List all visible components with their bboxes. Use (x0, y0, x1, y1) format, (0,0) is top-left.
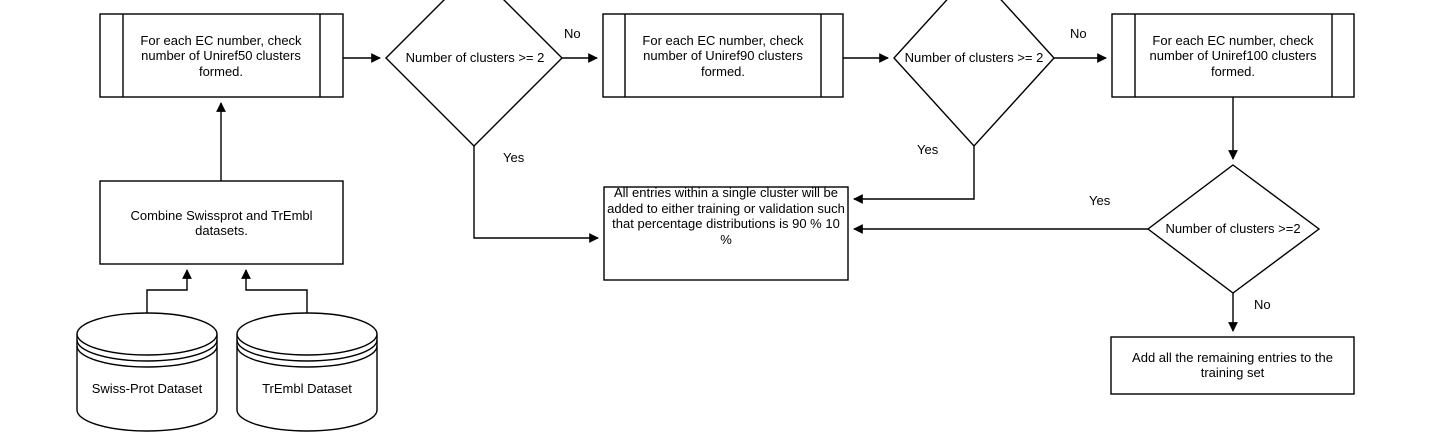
swissprot-db-shape (76, 312, 218, 432)
trembl-db-shape (236, 312, 378, 432)
edge-label-decision2-yes: Yes (915, 142, 941, 157)
edge-label-decision2-no: No (1068, 26, 1089, 41)
edge-label-decision3-no: No (1252, 297, 1273, 312)
edge-label-decision1-no: No (562, 26, 583, 41)
split-process-shape (603, 186, 849, 281)
edge-trembl-to-combine (241, 269, 308, 313)
decision3-shape (1146, 164, 1321, 294)
decision1-shape (385, 0, 563, 147)
remaining-process-shape (1110, 336, 1355, 395)
edge-swissprot-to-combine (146, 269, 192, 313)
uniref90-process-shape (602, 13, 844, 98)
uniref50-process-shape (99, 13, 344, 98)
edge-decision1-yes-to-split (473, 146, 599, 243)
edge-decision2-yes-to-split (853, 146, 975, 204)
uniref100-process-shape (1111, 13, 1355, 98)
edge-label-decision3-yes: Yes (1087, 193, 1113, 208)
decision2-shape (893, 0, 1055, 148)
edge-label-decision1-yes: Yes (501, 150, 527, 165)
combine-process-shape (99, 180, 344, 265)
